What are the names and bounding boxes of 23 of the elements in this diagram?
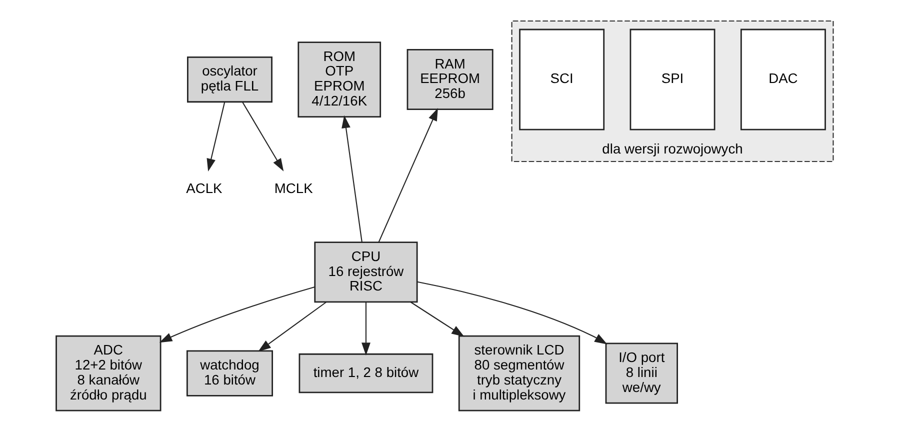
node-box: sterownik LCD 80 segmentów tryb statyczny i multipleksowy: [458, 335, 580, 412]
node-box: ADC 12+2 bitów 8 kanałów źródło prądu: [56, 335, 162, 412]
arrow: [342, 115, 362, 242]
node-box: RAM EEPROM 256b: [406, 49, 494, 110]
node-text: MCLK: [274, 180, 313, 196]
node-box: ROM OTP EPROM 4/12/16K: [298, 42, 382, 118]
node-box: watchdog 16 bitów: [186, 350, 274, 396]
node-text: ACLK: [186, 180, 222, 196]
node-box: I/O port 8 linii we/wy: [605, 342, 678, 404]
node-box: DAC: [740, 28, 826, 130]
node-box: timer 1, 2 8 bitów: [298, 353, 434, 394]
node-box: SCI: [519, 28, 605, 130]
node-box: CPU 16 rejestrów RISC: [314, 242, 418, 303]
node-box: oscylator pętla FLL: [187, 56, 272, 103]
arrow: [362, 302, 370, 356]
arrow: [242, 102, 284, 172]
arrow: [159, 286, 315, 343]
arrow: [410, 302, 464, 337]
arrow: [258, 302, 327, 352]
arrow: [206, 102, 226, 172]
arrow: [417, 281, 608, 344]
arrow: [378, 108, 438, 242]
node-box: SPI: [630, 28, 716, 130]
